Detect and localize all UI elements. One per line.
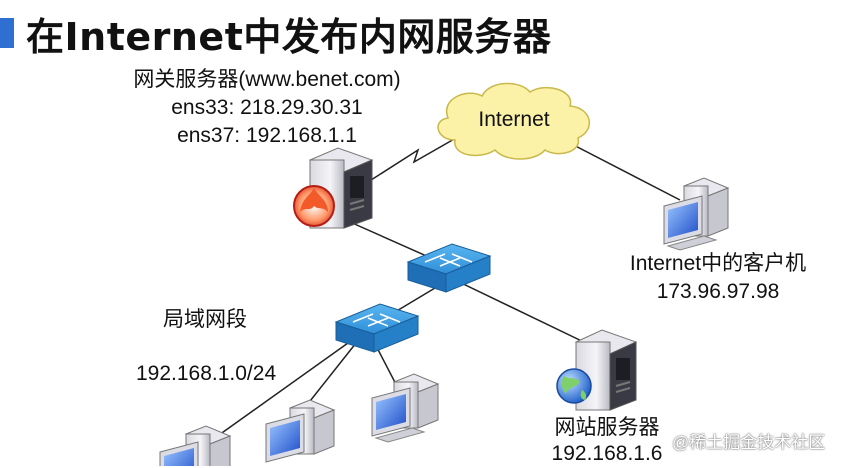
lan-subnet-label: 192.168.1.0/24 [136, 362, 277, 385]
lan-name-label: 局域网段 [163, 308, 247, 331]
internet-cloud-icon [437, 82, 591, 160]
globe-icon [556, 368, 592, 404]
core-switch-icon [406, 243, 492, 293]
lan-host1-link [197, 337, 356, 451]
lan-host-pc-icon-1 [159, 425, 232, 466]
client-ip-label: 173.96.97.98 [656, 280, 780, 303]
internet-client-link [559, 137, 681, 201]
wan-link [367, 129, 471, 183]
watermark-text: @稀土掘金技术社区 [672, 433, 826, 452]
switch-webserver-link [454, 279, 591, 346]
web-server-ip-label: 192.168.1.6 [551, 442, 663, 465]
internet-cloud-label: Internet [478, 108, 550, 131]
internet-client-pc-icon [663, 177, 730, 251]
gateway-ens33-label: ens33: 218.29.30.31 [171, 96, 363, 119]
web-server-name-label: 网站服务器 [554, 416, 660, 439]
firewall-icon [293, 185, 335, 227]
title-accent-bar [0, 18, 14, 48]
client-name-label: Internet中的客户机 [629, 252, 807, 275]
gateway-ens37-label: ens37: 192.168.1.1 [177, 124, 357, 147]
lan-host-pc-icon-3 [371, 373, 440, 443]
lan-switch-icon [334, 303, 420, 353]
gateway-name-label: 网关服务器(www.benet.com) [133, 68, 401, 91]
page-title: 在Internet中发布内网服务器 [26, 15, 552, 59]
lan-host-pc-icon-2 [265, 399, 336, 463]
